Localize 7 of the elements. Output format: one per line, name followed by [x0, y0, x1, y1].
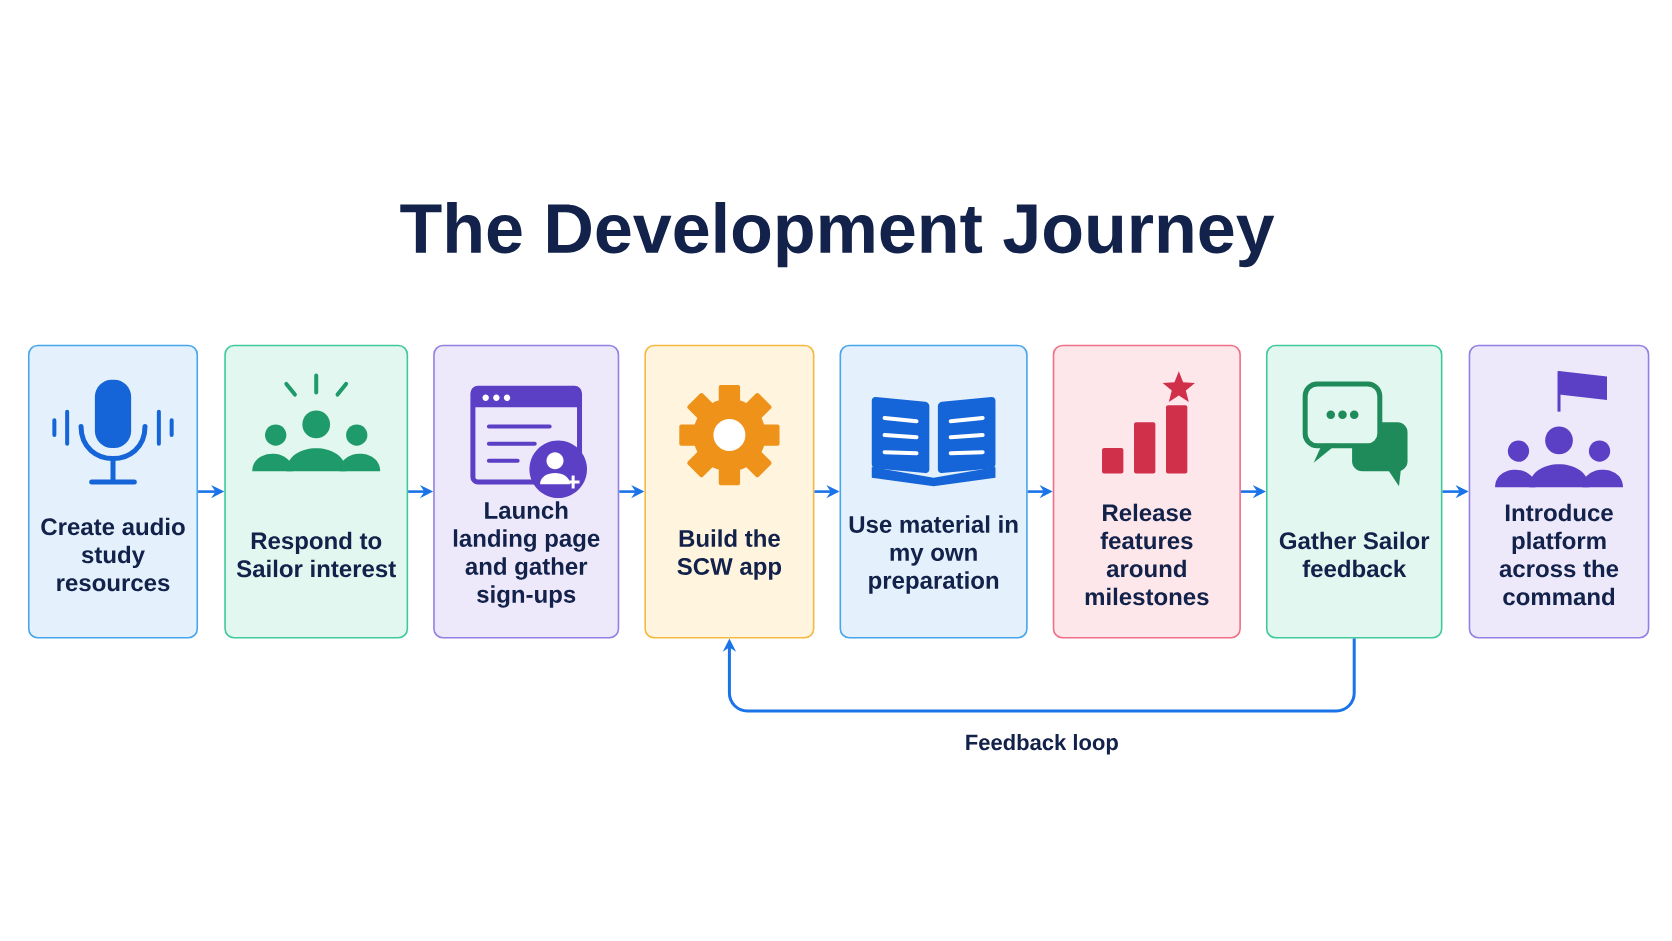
step-box: Create audio study resources — [27, 344, 199, 639]
step-box: Introduce platform across the command — [1468, 344, 1650, 639]
step-box: Release features around milestones — [1052, 344, 1241, 639]
edge-label: Feedback loop — [962, 732, 1121, 757]
title: The Development Journey — [400, 201, 1275, 268]
loop-arrow — [722, 638, 1356, 713]
step-box: Respond to Sailor interest — [224, 344, 409, 639]
